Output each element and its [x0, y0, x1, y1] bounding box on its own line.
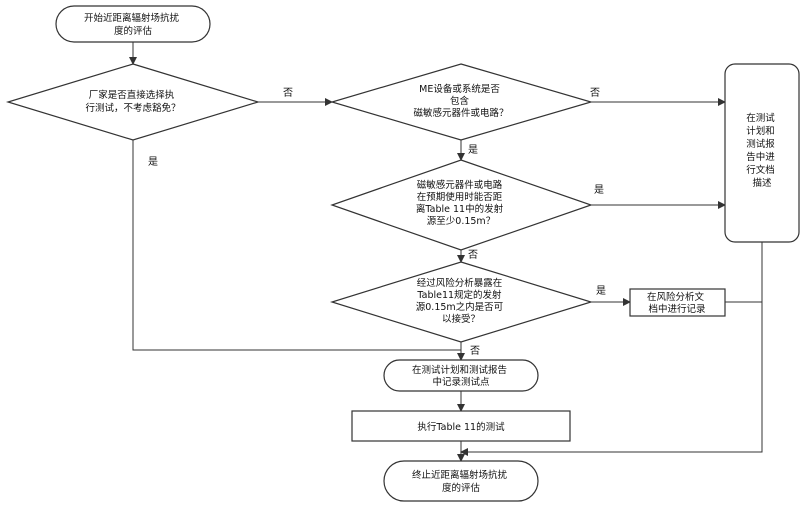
- node-doc-plan-box: 在测试 计划和 测试报 告中进 行文档 描述: [724, 63, 800, 243]
- node-start: 开始近距离辐射场抗扰 度的评估: [55, 5, 211, 43]
- node-d3-label: 磁敏感元器件或电路 在预期使用时能否距 离Table 11中的发射 源至少0.1…: [416, 179, 506, 227]
- node-d4-decision: 经过风险分析暴露在 Table11规定的发射 源0.15m之内是否可 以接受？: [329, 261, 594, 343]
- node-record-terminal: 在测试计划和测试报告 中记录测试点: [383, 359, 539, 392]
- node-d3-decision: 磁敏感元器件或电路 在预期使用时能否距 离Table 11中的发射 源至少0.1…: [330, 159, 593, 251]
- label-d3-no: 否: [468, 249, 478, 261]
- label-d4-yes: 是: [596, 285, 606, 297]
- node-d1-decision: 厂家是否直接选择执 行测试，不考虑豁免？: [5, 63, 261, 141]
- node-execute-label: 执行Table 11的测试: [417, 421, 505, 433]
- label-d2-no: 否: [590, 87, 600, 99]
- node-d2-label: ME设备或系统是否 包含 磁敏感元器件或电路？: [413, 83, 508, 119]
- node-risk-doc-label: 在风险分析文 档中进行记录: [647, 291, 707, 315]
- node-execute-box: 执行Table 11的测试: [351, 410, 571, 442]
- label-d3-yes: 是: [594, 184, 604, 196]
- edge-labels: 否 是 否 是 是 否 是 否: [148, 87, 606, 357]
- label-d1-yes: 是: [148, 156, 158, 168]
- label-d2-yes: 是: [468, 144, 478, 156]
- edges: [129, 42, 763, 462]
- node-risk-doc-box: 在风险分析文 档中进行记录: [629, 288, 726, 317]
- node-d2-decision: ME设备或系统是否 包含 磁敏感元器件或电路？: [329, 63, 594, 141]
- label-d1-no: 否: [283, 87, 293, 99]
- label-d4-no: 否: [470, 345, 480, 357]
- node-d1-label: 厂家是否直接选择执 行测试，不考虑豁免？: [85, 89, 180, 114]
- node-record-label: 在测试计划和测试报告 中记录测试点: [412, 364, 510, 388]
- edge-d1-to-merge: [132, 140, 461, 351]
- node-start-label: 开始近距离辐射场抗扰 度的评估: [84, 12, 182, 37]
- node-doc-plan-label: 在测试 计划和 测试报 告中进 行文档 描述: [746, 112, 778, 189]
- edge-doc-to-end: [460, 242, 763, 456]
- node-end-label: 终止近距离辐射场抗扰 度的评估: [412, 469, 510, 494]
- node-end-terminal: 终止近距离辐射场抗扰 度的评估: [383, 460, 539, 502]
- node-d4-label: 经过风险分析暴露在 Table11规定的发射 源0.15m之内是否可 以接受？: [416, 277, 506, 325]
